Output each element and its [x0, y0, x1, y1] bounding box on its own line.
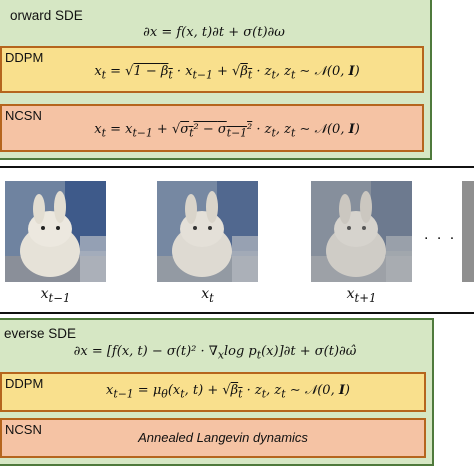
reverse-sde-title: everse SDE: [4, 326, 77, 341]
forward-sde-title: orward SDE: [10, 8, 83, 23]
reverse-ncsn-box: NCSN Annealed Langevin dynamics: [0, 418, 426, 458]
reverse-ddpm-label: DDPM: [5, 376, 44, 391]
rabbit-image-prev: [5, 181, 106, 282]
forward-ncsn-equation: xt = xt−1 + √σt² − σt−1² · zt, zt ∼ 𝒩(0,…: [94, 122, 360, 140]
noise-image-edge: [462, 181, 474, 282]
forward-ncsn-label: NCSN: [5, 108, 42, 123]
bottom-divider: [0, 312, 474, 314]
ellipsis: . . .: [424, 226, 457, 243]
reverse-ncsn-text: Annealed Langevin dynamics: [138, 430, 308, 445]
forward-ddpm-equation: xt = √1 − βt · xt−1 + √βt · zt, zt ∼ 𝒩(0…: [94, 64, 360, 82]
reverse-sde-equation: ∂x = [f(x, t) − σ(t)² · ∇xlog pt(x)]∂t +…: [73, 344, 357, 362]
reverse-ddpm-equation: xt−1 = μθ(xt, t) + √βt · zt, zt ∼ 𝒩(0, I…: [106, 383, 350, 401]
reverse-ncsn-label: NCSN: [5, 422, 42, 437]
forward-ddpm-box: DDPM xt = √1 − βt · xt−1 + √βt · zt, zt …: [0, 46, 424, 93]
label-x-prev: xt−1: [40, 286, 71, 305]
reverse-ddpm-box: DDPM xt−1 = μθ(xt, t) + √βt · zt, zt ∼ 𝒩…: [0, 372, 426, 412]
forward-sde-equation: ∂x = f(x, t)∂t + σ(t)∂ω: [143, 25, 285, 40]
rabbit-image-current: [157, 181, 258, 282]
top-divider: [0, 166, 474, 168]
rabbit-image-next: [311, 181, 412, 282]
forward-sde-panel: orward SDE ∂x = f(x, t)∂t + σ(t)∂ω DDPM …: [0, 0, 432, 160]
reverse-sde-panel: everse SDE ∂x = [f(x, t) − σ(t)² · ∇xlog…: [0, 318, 434, 466]
forward-ncsn-box: NCSN xt = xt−1 + √σt² − σt−1² · zt, zt ∼…: [0, 104, 424, 152]
forward-ddpm-label: DDPM: [5, 50, 44, 65]
label-x-current: xt: [201, 286, 214, 305]
label-x-next: xt+1: [346, 286, 377, 305]
